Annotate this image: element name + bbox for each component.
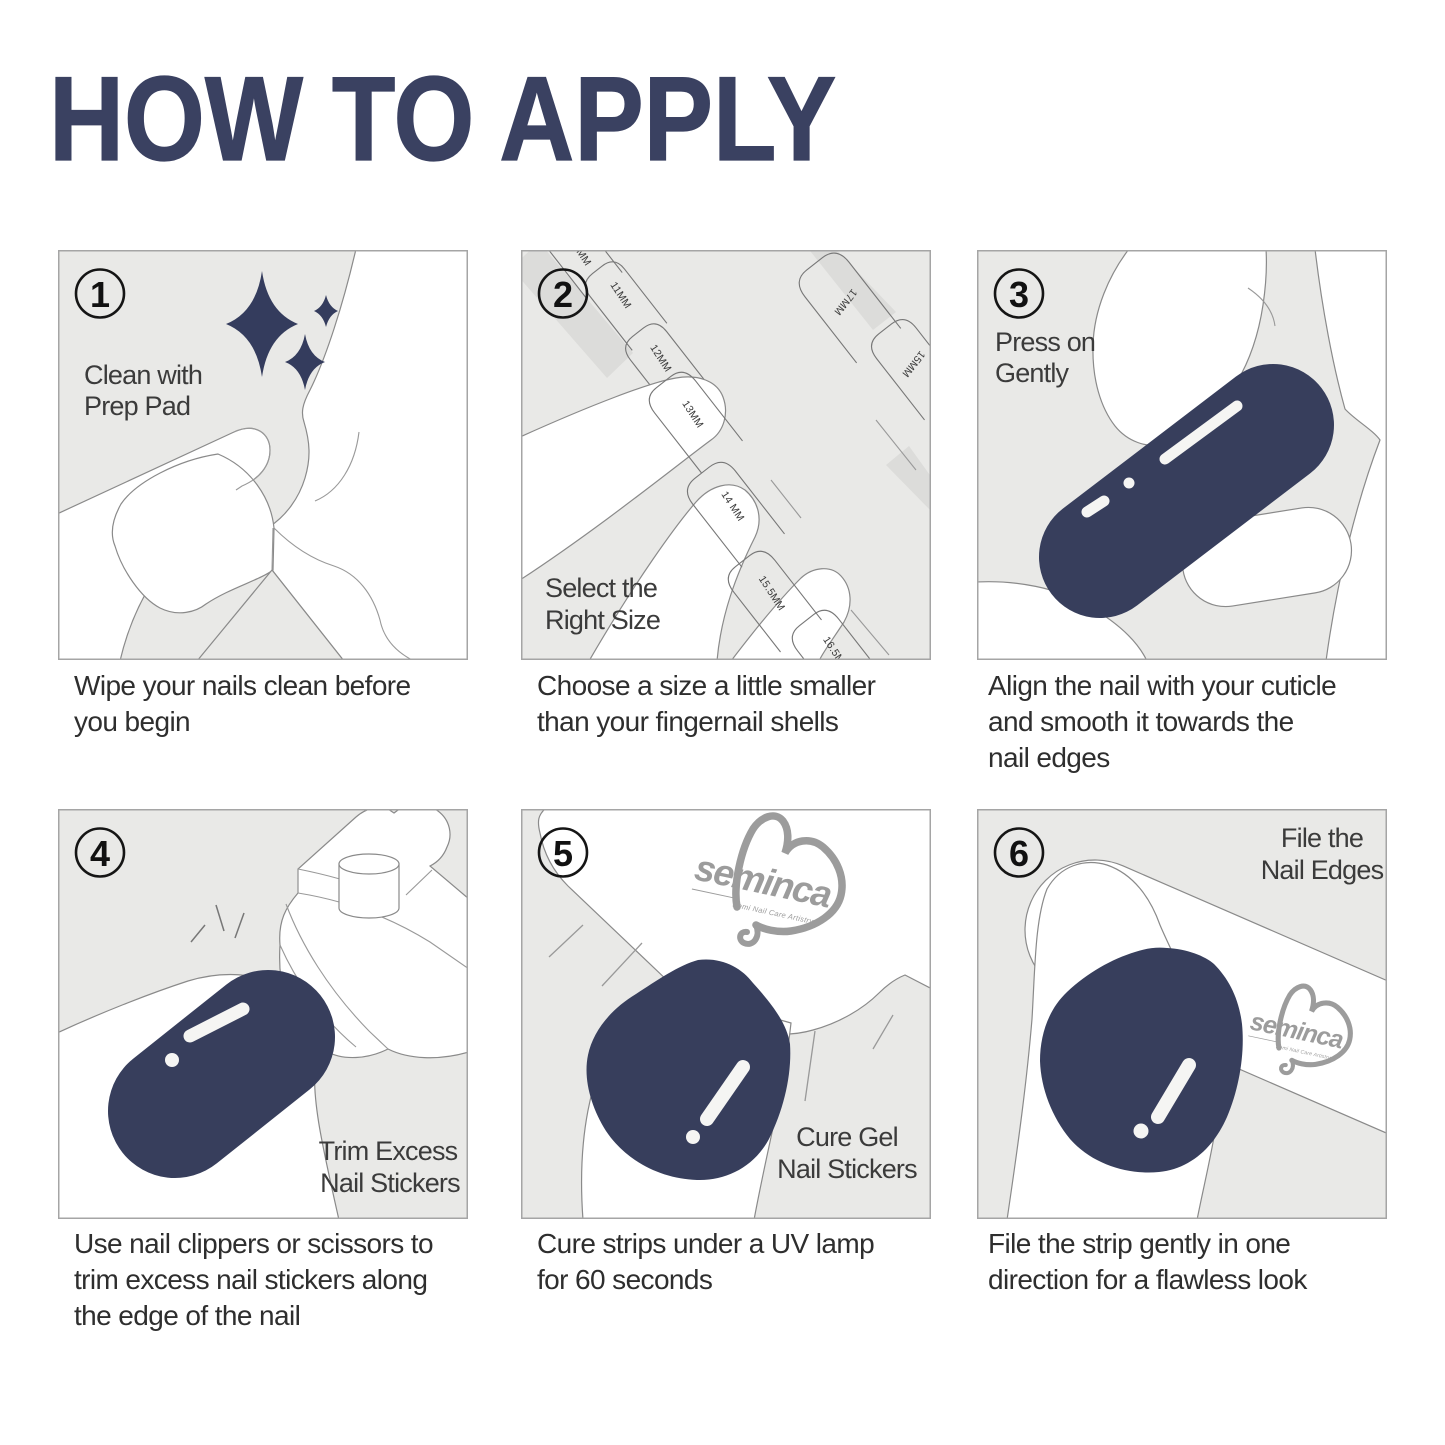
svg-text:Prep Pad: Prep Pad [84,391,190,421]
svg-text:3: 3 [1009,274,1029,315]
svg-text:Select the: Select the [545,573,657,603]
svg-text:Press on: Press on [995,327,1095,357]
svg-text:1: 1 [90,274,110,315]
svg-text:Cure Gel: Cure Gel [796,1122,898,1152]
svg-text:2: 2 [553,274,573,315]
svg-text:Right Size: Right Size [545,605,660,635]
svg-text:4: 4 [90,833,110,874]
svg-text:Nail Stickers: Nail Stickers [320,1168,460,1198]
svg-text:Gently: Gently [995,358,1070,388]
svg-text:Clean with: Clean with [84,360,202,390]
svg-text:6: 6 [1009,833,1029,874]
svg-text:Trim Excess: Trim Excess [319,1136,458,1166]
svg-text:Nail Stickers: Nail Stickers [777,1154,917,1184]
svg-text:Nail Edges: Nail Edges [1261,855,1384,885]
svg-text:5: 5 [553,833,573,874]
svg-text:File the: File the [1281,823,1363,853]
